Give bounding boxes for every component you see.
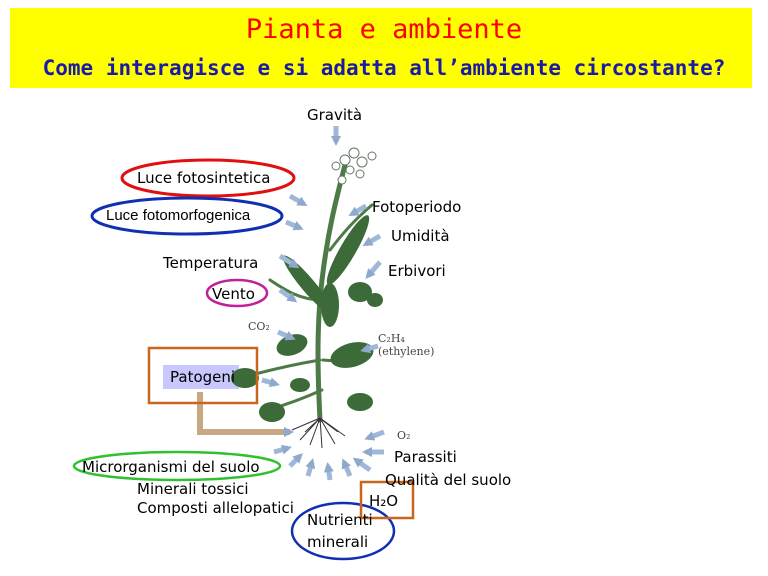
label-ethylene: (ethylene) xyxy=(378,345,435,358)
label-patogeni: Patogeni xyxy=(170,368,236,386)
green-ellipse xyxy=(72,450,282,482)
label-composti-allelopatici: Composti allelopatici xyxy=(137,499,294,517)
label-temperatura: Temperatura xyxy=(163,254,259,272)
label-luce-fotosintetica: Luce fotosintetica xyxy=(137,169,271,187)
title-banner xyxy=(10,8,752,88)
page-title: Pianta e ambiente xyxy=(245,14,523,45)
orange-box-patogeni xyxy=(147,346,259,405)
patogeni-arrow xyxy=(197,392,294,437)
label-gravita: Gravità xyxy=(307,106,363,124)
environment-arrows xyxy=(261,193,385,481)
blue-ellipse-nutrienti xyxy=(290,501,396,561)
label-qualita-suolo: Qualità del suolo xyxy=(385,471,512,489)
label-microrganismi: Microrganismi del suolo xyxy=(82,458,260,476)
label-nutrienti: Nutrienti xyxy=(307,511,373,529)
red-ellipse xyxy=(120,158,296,198)
label-luce-fotomorfogenica: Luce fotomorfogenica xyxy=(106,207,251,224)
page-subtitle: Come interagisce e si adatta all’ambient… xyxy=(42,56,726,80)
orange-box-h2o xyxy=(359,480,415,520)
plant-roots xyxy=(291,417,346,449)
label-erbivori: Erbivori xyxy=(388,262,446,280)
plant-leaves xyxy=(231,215,383,422)
label-minerali: minerali xyxy=(307,533,369,551)
label-co2: CO₂ xyxy=(248,320,270,333)
label-vento: Vento xyxy=(212,285,255,303)
label-fotoperiodo: Fotoperiodo xyxy=(372,198,462,216)
label-c2h4: C₂H₄ xyxy=(378,332,405,345)
label-h2o: H₂O xyxy=(369,492,399,510)
label-minerali-tossici: Minerali tossici xyxy=(137,480,249,498)
plant-flowers xyxy=(331,147,377,185)
magenta-ellipse xyxy=(205,278,269,308)
patogeni-highlight xyxy=(163,365,239,389)
label-umidita: Umidità xyxy=(391,227,450,245)
blue-ellipse xyxy=(90,196,284,236)
label-parassiti: Parassiti xyxy=(394,448,457,466)
label-o2: O₂ xyxy=(397,429,411,442)
